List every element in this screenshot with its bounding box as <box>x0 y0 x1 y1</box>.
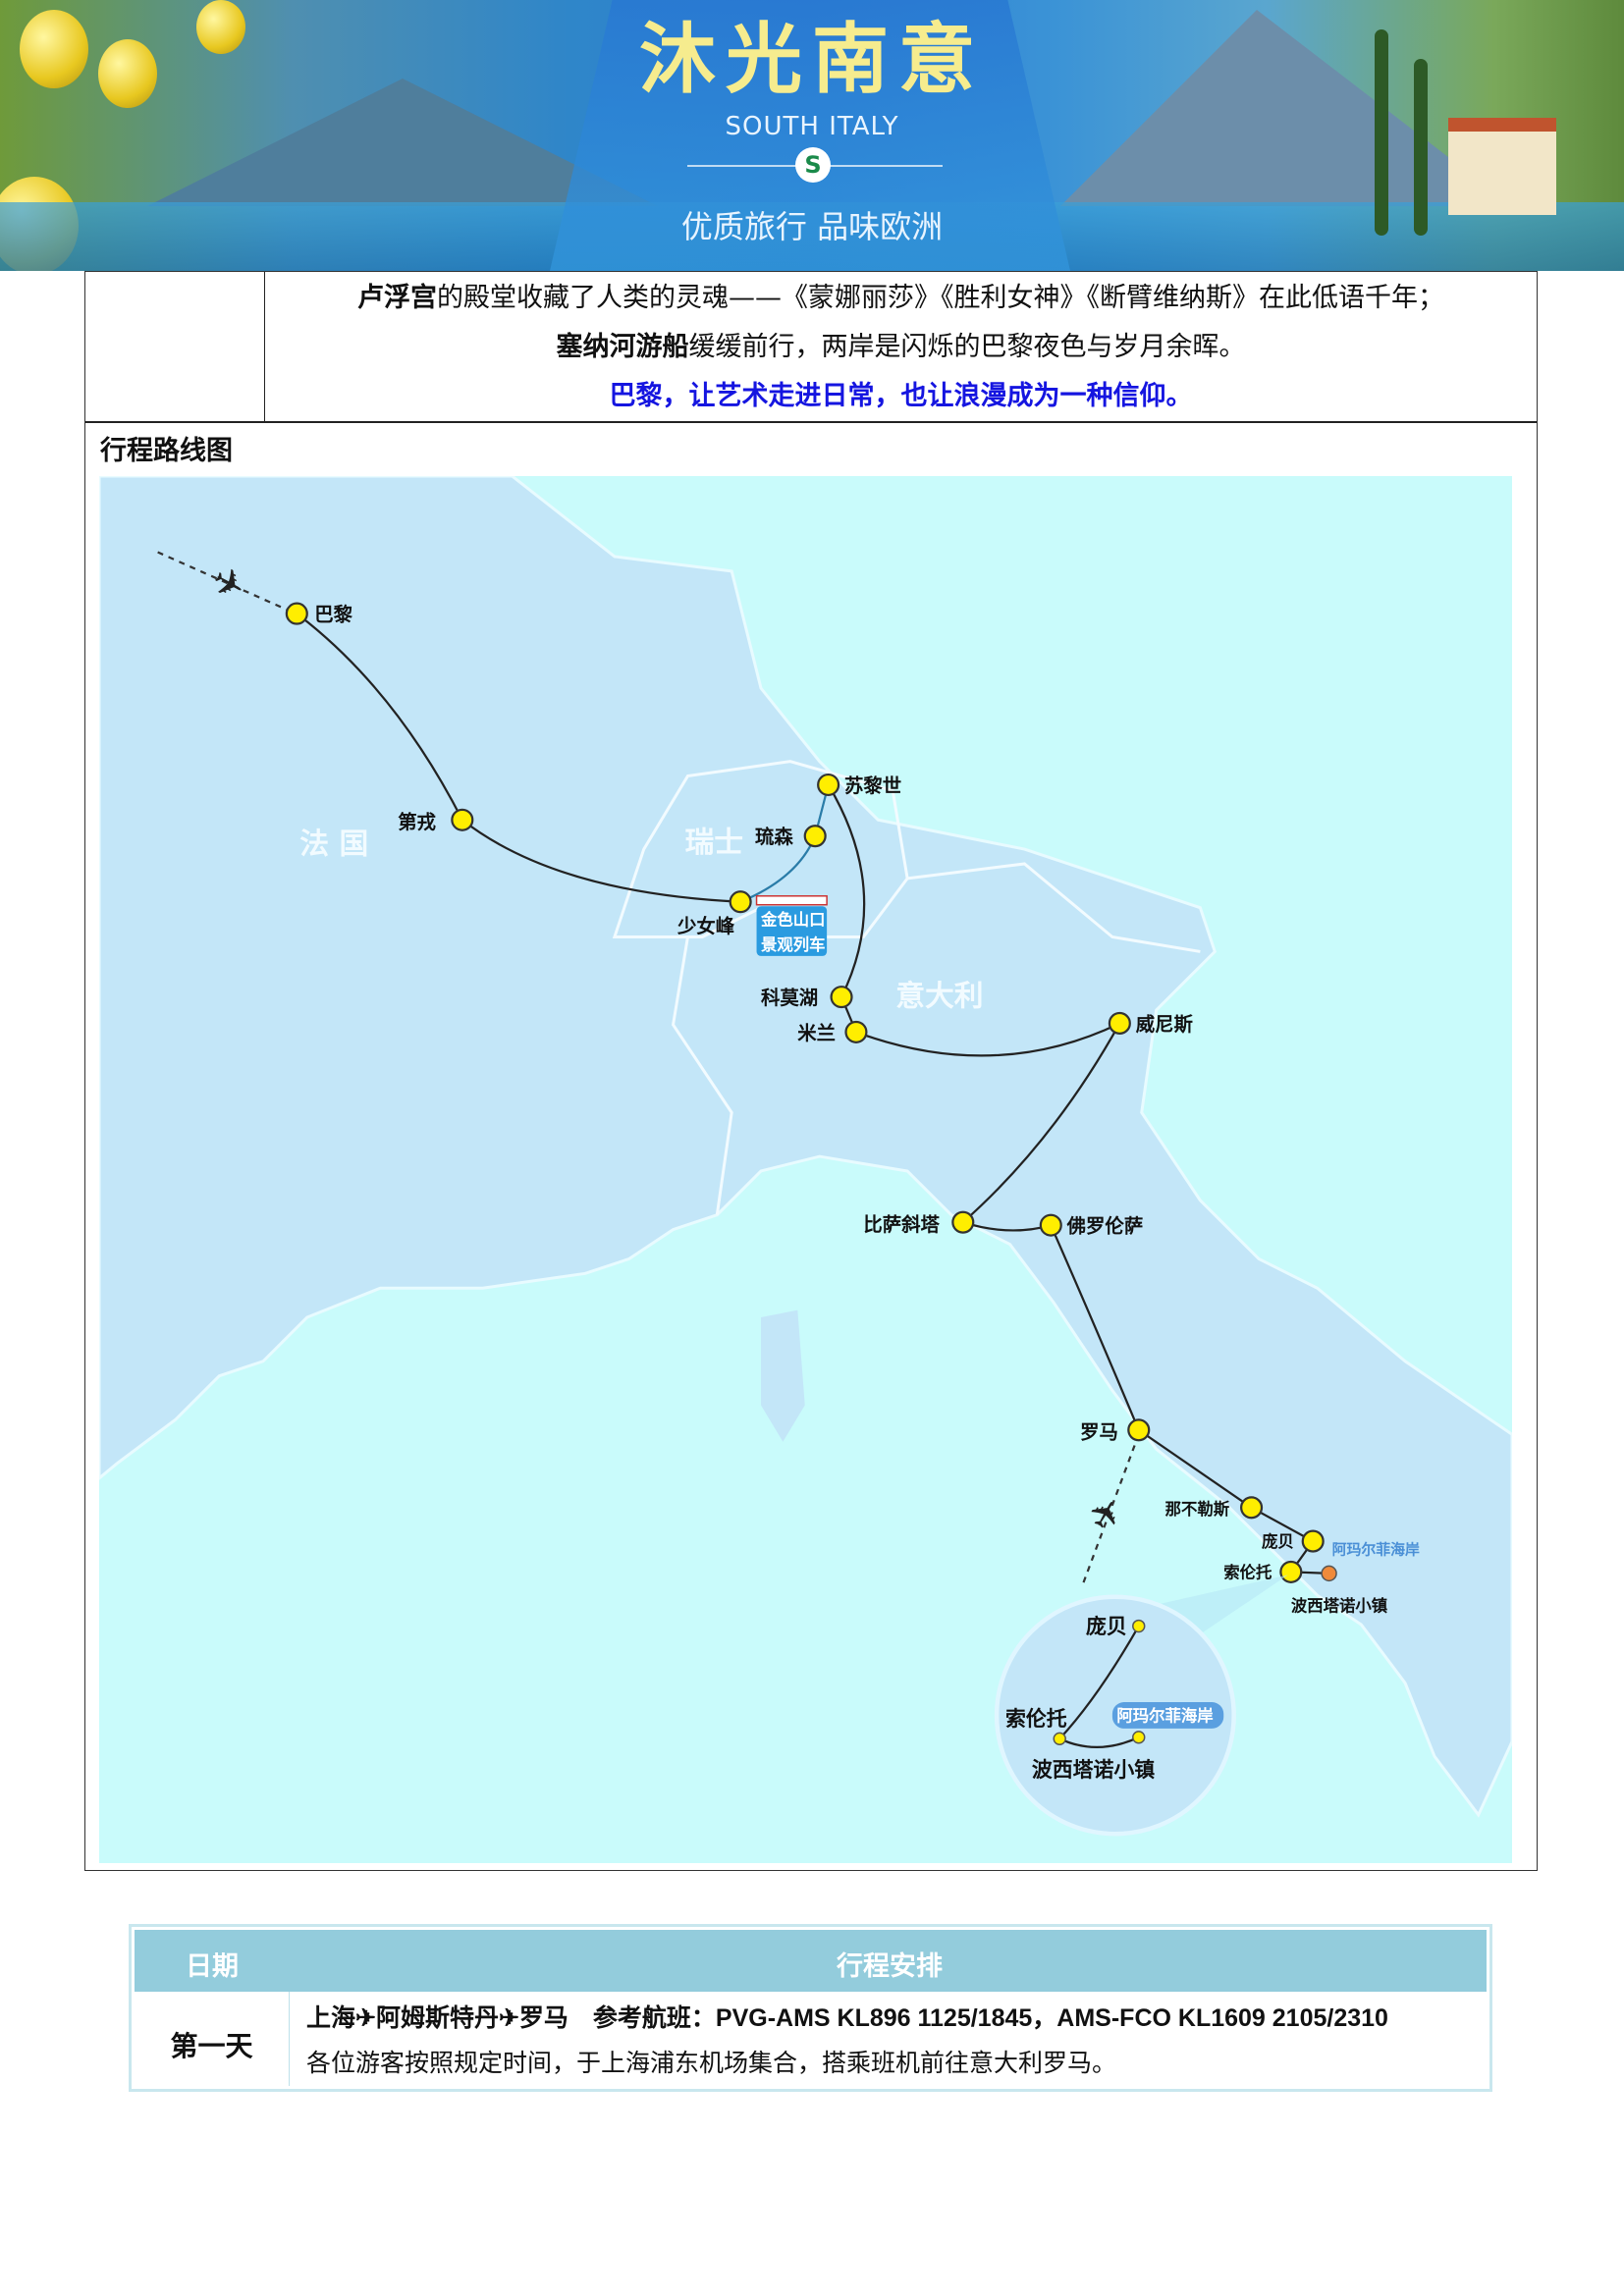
intro-line-1: 的殿堂收藏了人类的灵魂——《蒙娜丽莎》《胜利女神》《断臂维纳斯》在此低语千年； <box>437 283 1444 313</box>
route-map: 法 国 瑞士 意大利 ✈ ✈ 金色山口 景观列车 <box>99 476 1512 1863</box>
header-date: 日期 <box>186 1951 239 1982</box>
flight-path-out <box>1082 1433 1140 1584</box>
stop-milan <box>844 1020 868 1043</box>
label-como: 科莫湖 <box>761 987 818 1009</box>
inset-label-amalfi: 阿玛尔菲海岸 <box>1116 1706 1213 1725</box>
cypress-decoration <box>1414 59 1428 236</box>
label-jungfrau: 少女峰 <box>677 915 735 937</box>
mountain-decoration <box>1060 10 1512 206</box>
country-label-france: 法 国 <box>299 828 368 862</box>
inset-label-positano: 波西塔诺小镇 <box>1032 1758 1155 1782</box>
train-label: 金色山口 <box>760 911 826 930</box>
stop-rome <box>1127 1418 1151 1442</box>
inset-label-pompeii: 庞贝 <box>1086 1615 1127 1638</box>
highlight-seine: 塞纳河游船 <box>556 332 689 362</box>
intro-text: 卢浮宫的殿堂收藏了人类的灵魂——《蒙娜丽莎》《胜利女神》《断臂维纳斯》在此低语千… <box>265 272 1537 423</box>
stop-zurich <box>817 773 840 797</box>
amalfi-inset: 庞贝 索伦托 波西塔诺小镇 阿玛尔菲海岸 <box>994 1575 1288 1837</box>
inset-label-sorrento: 索伦托 <box>1005 1707 1067 1731</box>
header-plan: 行程安排 <box>837 1951 943 1982</box>
label-paris: 巴黎 <box>314 604 352 626</box>
header-banner: 沐光南意 SOUTH ITALY S 优质旅行 品味欧洲 <box>0 0 1624 271</box>
label-dijon: 第戎 <box>398 811 436 833</box>
stop-dijon <box>451 808 474 831</box>
label-positano: 波西塔诺小镇 <box>1291 1597 1388 1616</box>
label-lucerne: 琉森 <box>755 826 793 848</box>
banner-slogan: 优质旅行 品味欧洲 <box>680 208 944 245</box>
country-label-switzerland: 瑞士 <box>684 826 743 860</box>
stop-positano <box>1321 1565 1337 1582</box>
cypress-decoration <box>1375 29 1388 236</box>
stop-pompeii <box>1301 1529 1325 1553</box>
city-labels: 巴黎 第戎 少女峰 琉森 苏黎世 科莫湖 米兰 威尼斯 比萨斜塔 佛罗伦萨 罗马… <box>314 604 1388 1616</box>
day-route: 上海✈阿姆斯特丹✈罗马 参考航班：PVG-AMS KL896 1125/1845… <box>306 2004 1388 2032</box>
label-amalfi-coast: 阿玛尔菲海岸 <box>1332 1541 1420 1559</box>
itinerary-frame: 卢浮宫的殿堂收藏了人类的灵魂——《蒙娜丽莎》《胜利女神》《断臂维纳斯》在此低语千… <box>84 271 1538 1871</box>
corsica-island <box>761 1309 805 1442</box>
day-description: 各位游客按照规定时间，于上海浦东机场集合，搭乘班机前往意大利罗马。 <box>306 2050 1117 2077</box>
map-heading: 行程路线图 <box>100 436 233 466</box>
banner-subtitle: SOUTH ITALY <box>725 112 899 141</box>
label-sorrento: 索伦托 <box>1223 1563 1272 1581</box>
title-panel <box>550 0 1070 271</box>
inset-stop-sorrento <box>1053 1732 1066 1746</box>
train-label: 景观列车 <box>761 935 826 954</box>
villa-decoration <box>1448 118 1556 215</box>
stop-venice <box>1108 1011 1131 1036</box>
intro-tagline: 巴黎，让艺术走进日常，也让浪漫成为一种信仰。 <box>609 381 1193 411</box>
highlight-louvre: 卢浮宫 <box>357 283 437 313</box>
italy-border <box>671 862 1201 1215</box>
schedule-header: 日期 行程安排 <box>135 1930 1487 1992</box>
label-venice: 威尼斯 <box>1136 1013 1194 1036</box>
date-cell <box>135 1992 290 2086</box>
stop-pisa <box>951 1210 975 1234</box>
lemon-decoration <box>20 10 88 88</box>
label-milan: 米兰 <box>797 1022 836 1044</box>
brand-logo-icon: S <box>795 147 831 183</box>
intro-label-cell <box>85 272 265 421</box>
inset-stop-pompeii <box>1132 1619 1146 1633</box>
day-label: 第一天 <box>170 2030 253 2062</box>
stop-paris <box>285 602 308 625</box>
stop-markers <box>285 602 1325 1583</box>
label-zurich: 苏黎世 <box>844 774 901 797</box>
stop-naples <box>1240 1496 1264 1520</box>
label-pisa: 比萨斜塔 <box>863 1213 940 1236</box>
label-pompeii: 庞贝 <box>1262 1532 1294 1551</box>
country-label-italy: 意大利 <box>895 980 983 1014</box>
intro-row: 卢浮宫的殿堂收藏了人类的灵魂——《蒙娜丽莎》《胜利女神》《断臂维纳斯》在此低语千… <box>85 272 1537 423</box>
schedule-table: 日期 行程安排 第一天 上海✈阿姆斯特丹✈罗马 参考航班：PVG-AMS KL8… <box>129 1924 1492 2092</box>
inset-stop-positano <box>1132 1731 1146 1744</box>
banner-title: 沐光南意 <box>638 16 985 104</box>
inset-amalfi-badge <box>1111 1702 1224 1729</box>
lemon-decoration <box>196 0 245 54</box>
intro-line-2: 缓缓前行，两岸是闪烁的巴黎夜色与岁月余晖。 <box>688 332 1246 362</box>
train-badge: 金色山口 景观列车 <box>755 895 828 956</box>
stop-lucerne <box>803 825 827 848</box>
label-rome: 罗马 <box>1080 1421 1118 1444</box>
flight-path-in <box>157 551 294 614</box>
label-florence: 佛罗伦萨 <box>1066 1215 1144 1238</box>
stop-sorrento <box>1279 1560 1303 1583</box>
stop-florence <box>1039 1213 1062 1237</box>
stop-jungfrau <box>729 890 752 914</box>
label-naples: 那不勒斯 <box>1165 1500 1230 1519</box>
stop-como <box>830 986 853 1009</box>
